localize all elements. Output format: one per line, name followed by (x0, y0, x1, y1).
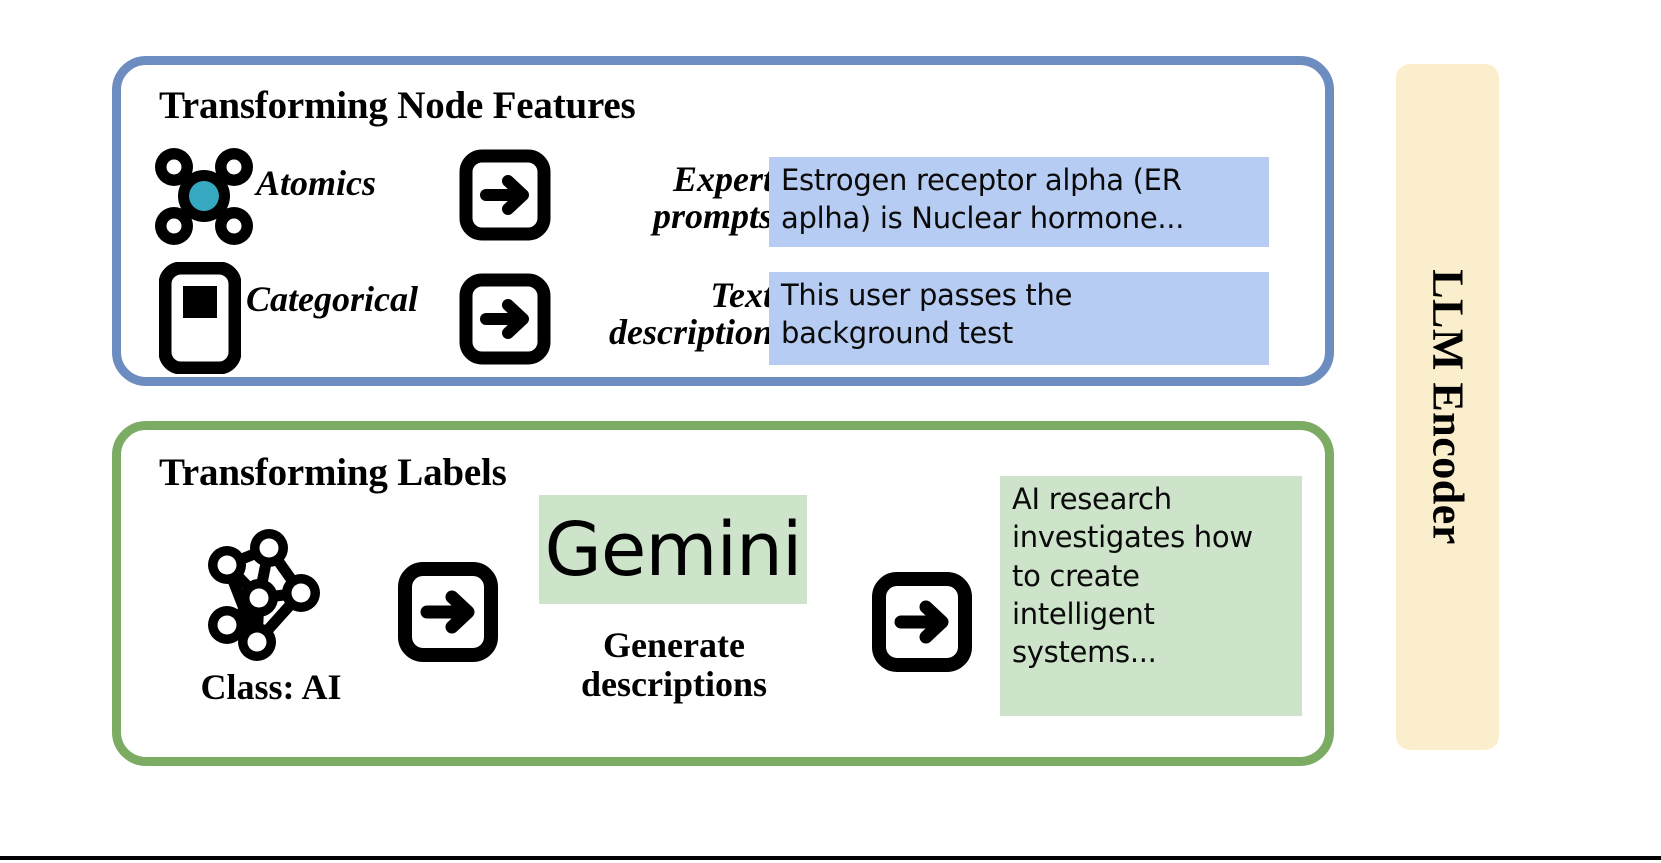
label-atomics: Atomics (256, 163, 377, 203)
arrow-right-box-icon[interactable] (397, 561, 499, 663)
label-text-description-line1: Text (710, 275, 773, 315)
model-badge-gemini: Gemini (539, 495, 807, 604)
output-text-categorical-description: This user passes the background test (769, 272, 1269, 365)
arrow-right-box-icon[interactable] (459, 149, 551, 241)
label-generate-line2: descriptions (580, 663, 767, 704)
label-generate-descriptions: Generate descriptions (539, 626, 809, 704)
model-name-gemini: Gemini (544, 506, 803, 593)
categorical-card-icon (159, 262, 241, 374)
page-title-labels: Transforming Labels (159, 451, 507, 494)
llm-encoder-bar: LLM Encoder (1396, 64, 1499, 750)
arrow-right-box-icon[interactable] (871, 571, 973, 673)
graph-neural-network-icon (208, 529, 320, 661)
molecule-icon (155, 148, 253, 245)
panel-transforming-node-features: Transforming Node Features Atomics (112, 56, 1334, 386)
label-text-description-line2: description (608, 312, 773, 353)
label-expert-prompts-line1: Expert (672, 159, 773, 199)
label-expert-prompts-line2: prompts (652, 196, 773, 237)
llm-encoder-label: LLM Encoder (1423, 269, 1472, 545)
output-text-expert-prompts: Estrogen receptor alpha (ER aplha) is Nu… (769, 157, 1269, 247)
figure-bottom-rule (0, 856, 1661, 860)
panel-transforming-labels: Transforming Labels (112, 421, 1334, 766)
page-title-node-features: Transforming Node Features (159, 84, 636, 127)
label-categorical: Categorical (246, 279, 418, 319)
label-generate-line1: Generate (603, 625, 745, 665)
label-class-ai: Class: AI (200, 667, 342, 707)
label-text-description: Text description (573, 275, 773, 353)
arrow-right-box-icon[interactable] (459, 273, 551, 365)
output-text-generated-description: AI research investigates how to create i… (1000, 476, 1302, 716)
label-expert-prompts: Expert prompts (613, 159, 773, 237)
